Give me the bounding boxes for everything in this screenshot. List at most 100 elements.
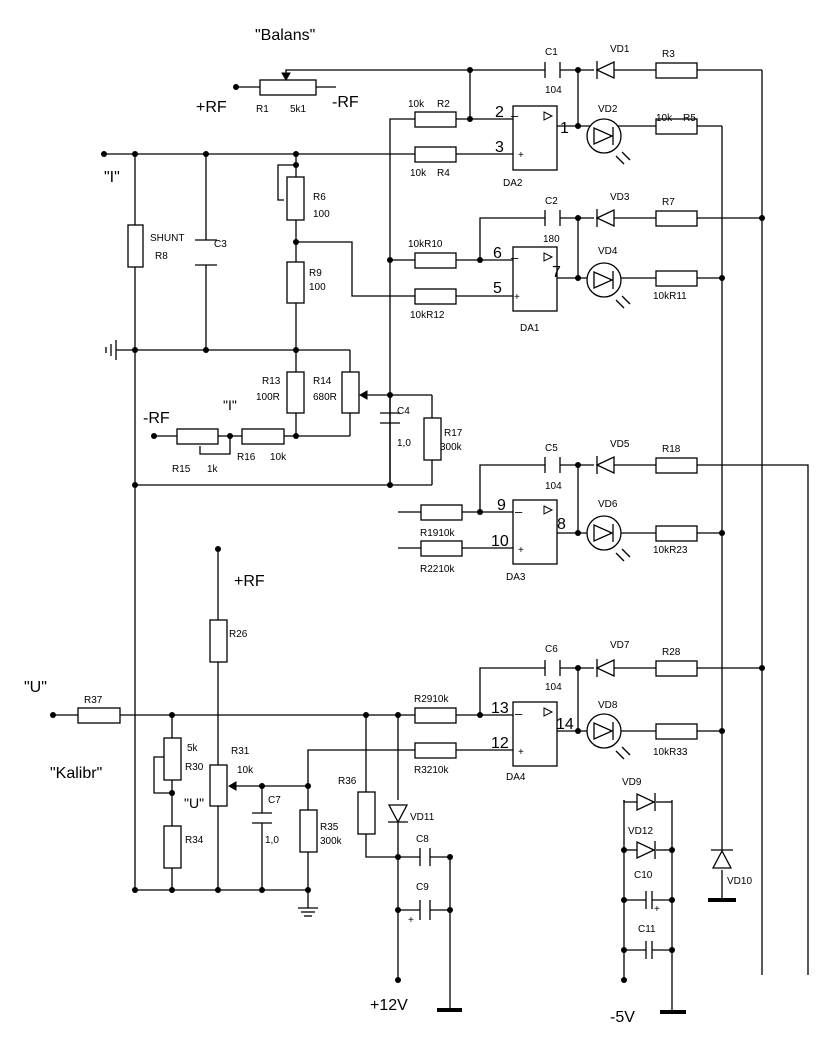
resistor-r1 [259, 79, 317, 96]
label-c1-val: 104 [545, 85, 562, 96]
junctions [50, 67, 765, 983]
label-vd4: VD4 [598, 246, 618, 257]
label-vd9: VD9 [622, 777, 642, 788]
label-r32: R3210k [414, 765, 449, 776]
label-da3-minus: – [515, 504, 523, 519]
label-r31: R31 [231, 746, 250, 757]
resistor-r9 [286, 261, 305, 304]
resistor-r23 [655, 525, 698, 542]
label-r17: R17 [444, 428, 463, 439]
leds [586, 118, 631, 760]
label-vd1: VD1 [610, 44, 630, 55]
label-da4-plus: + [518, 747, 524, 758]
label-pin13: 13 [491, 700, 509, 717]
label-vd10: VD10 [727, 876, 752, 887]
resistor-r37 [77, 707, 121, 724]
label-c5: C5 [545, 443, 558, 454]
label-c9-plus: + [408, 915, 414, 926]
label-r5-val: 10k [656, 113, 673, 124]
label-da1-minus: – [511, 250, 519, 265]
label-r33: 10kR33 [653, 747, 688, 758]
label-pin7: 7 [552, 264, 561, 281]
label-vd8: VD8 [598, 700, 618, 711]
label-r9: R9 [309, 268, 322, 279]
label-c2: C2 [545, 196, 558, 207]
label-r4-val: 10k [410, 168, 427, 179]
label-r5: R5 [683, 113, 696, 124]
label-neg5v: -5V [610, 1009, 635, 1026]
resistor-r18 [655, 457, 698, 474]
label-r19: R1910k [420, 528, 455, 539]
label-c7-val: 1,0 [265, 835, 279, 846]
label-da4: DA4 [506, 772, 526, 783]
resistors [77, 62, 698, 869]
resistor-r28 [655, 660, 698, 677]
label-c1: C1 [545, 47, 558, 58]
resistor-r3 [655, 62, 698, 79]
resistor-r22 [420, 540, 463, 557]
label-r36: R36 [338, 776, 357, 787]
label-r30: R30 [185, 762, 204, 773]
resistor-r32 [414, 742, 457, 759]
op-amps [512, 105, 558, 767]
ground-symbols [105, 340, 736, 1014]
label-r13-val: 100R [256, 392, 280, 403]
resistor-r8-shunt [127, 224, 144, 268]
label-r2-val: 10k [408, 99, 425, 110]
label-vd2: VD2 [598, 104, 618, 115]
label-r34: R34 [185, 835, 204, 846]
label-r11: 10kR11 [653, 291, 687, 302]
label-u-input: "U" [24, 679, 47, 696]
resistor-r7 [655, 210, 698, 227]
label-r4: R4 [437, 168, 450, 179]
resistor-r15 [176, 428, 219, 445]
diodes [387, 60, 733, 869]
label-i-input: "I" [104, 169, 120, 186]
label-r28: R28 [662, 647, 681, 658]
label-r30-val: 5k [187, 743, 199, 754]
resistor-r36 [357, 791, 376, 835]
label-r12: 10kR12 [410, 310, 445, 321]
label-r1: R1 [256, 104, 269, 115]
label-r15-val: 1k [207, 464, 219, 475]
label-c2-val: 180 [543, 234, 560, 245]
resistor-r14 [341, 371, 360, 414]
label-shunt: SHUNT [150, 233, 184, 244]
label-pin3: 3 [495, 139, 504, 156]
label-c8: C8 [416, 834, 429, 845]
label-r3: R3 [662, 49, 675, 60]
resistor-r12 [414, 288, 457, 305]
label-da3-plus: + [518, 545, 524, 556]
label-c4-val: 1,0 [397, 438, 411, 449]
resistor-r5 [655, 118, 698, 135]
label-r6-val: 100 [313, 209, 330, 220]
label-da2-plus: + [518, 150, 524, 161]
label-rf-minus-top: -RF [332, 94, 359, 111]
label-vd5: VD5 [610, 439, 630, 450]
label-vd7: VD7 [610, 640, 630, 651]
label-vd6: VD6 [598, 499, 618, 510]
label-c5-val: 104 [545, 481, 562, 492]
label-12v: +12V [370, 997, 408, 1014]
label-vd3: VD3 [610, 192, 630, 203]
resistor-r33 [655, 723, 698, 740]
label-r16-val: 10k [270, 452, 287, 463]
resistor-r29 [414, 707, 457, 724]
label-r14-val: 680R [313, 392, 337, 403]
resistor-r13 [286, 371, 305, 414]
label-kalibr: "Kalibr" [50, 765, 102, 782]
label-r26: R26 [229, 629, 248, 640]
label-da2: DA2 [503, 178, 523, 189]
label-rf-plus-top: +RF [196, 99, 227, 116]
label-pin10: 10 [491, 533, 509, 550]
label-r17-val: 300k [440, 442, 463, 453]
resistor-r17 [423, 417, 442, 461]
label-rf-minus-left: -RF [143, 410, 170, 427]
label-r9-val: 100 [309, 282, 326, 293]
resistor-r16 [241, 428, 285, 445]
label-vd11: VD11 [410, 812, 435, 823]
label-rf-plus-mid: +RF [234, 573, 265, 590]
resistor-r26 [209, 619, 228, 663]
label-c10-plus: + [654, 904, 660, 915]
pot-wipers [227, 72, 368, 791]
